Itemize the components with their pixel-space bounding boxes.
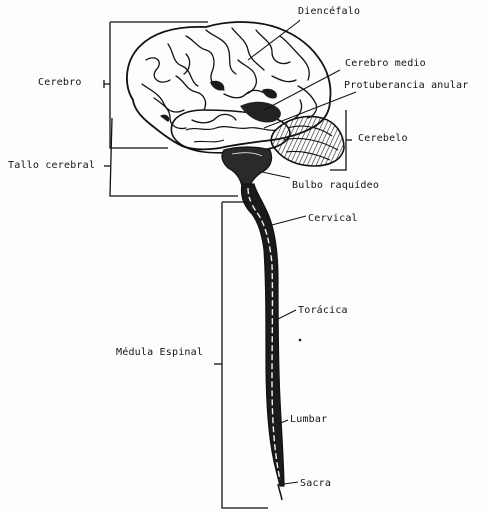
- label-cerebro-medio: Cerebro medio: [345, 58, 426, 69]
- label-protuberancia: Protuberancia anular: [344, 80, 468, 91]
- label-cervical: Cervical: [308, 213, 358, 224]
- label-lumbar: Lumbar: [290, 414, 327, 425]
- label-cerebro: Cerebro: [38, 77, 82, 88]
- label-diencefalo: Diencéfalo: [298, 6, 360, 17]
- label-tallo: Tallo cerebral: [8, 160, 95, 171]
- label-bulbo: Bulbo raquídeo: [292, 180, 379, 191]
- label-medula: Médula Espinal: [116, 347, 203, 358]
- brain-gyri: [142, 28, 317, 129]
- cerebellum: [271, 117, 344, 166]
- label-sacra: Sacra: [300, 478, 331, 489]
- label-cerebelo: Cerebelo: [358, 133, 408, 144]
- brackets: [104, 22, 352, 508]
- label-toracica: Torácica: [298, 305, 348, 316]
- spinal-cord: [241, 184, 284, 486]
